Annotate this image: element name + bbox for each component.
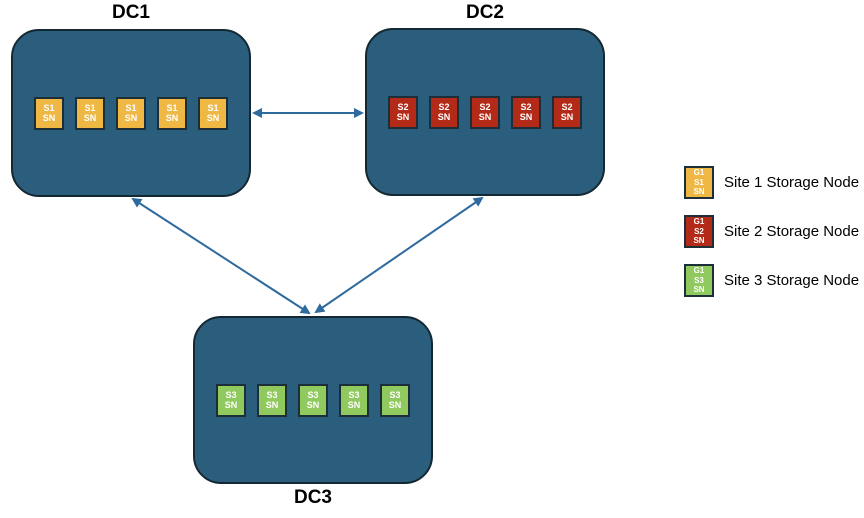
node-label-line: SN <box>347 400 361 410</box>
legend-swatch-site3: G1 S3 SN <box>684 264 714 297</box>
legend-item: G1 S1 SN Site 1 Storage Node <box>684 166 859 199</box>
dc1-box: S1 SN S1 SN S1 SN S1 SN S1 SN <box>11 29 251 197</box>
storage-node: S3 SN <box>216 383 246 417</box>
swatch-label-line: G1 <box>693 168 705 178</box>
node-label-line: SN <box>124 113 138 123</box>
storage-node: S1 SN <box>34 96 64 130</box>
legend-label: Site 1 Storage Node <box>724 174 860 191</box>
dc3-title: DC3 <box>293 487 332 508</box>
storage-node: S2 SN <box>470 95 500 129</box>
legend-item: G1 S2 SN Site 2 Storage Node <box>684 215 859 248</box>
legend-swatch-site1: G1 S1 SN <box>684 166 714 199</box>
node-label-line: S1 <box>43 102 55 113</box>
node-label-line: S3 <box>307 389 319 400</box>
legend-swatch-site2: G1 S2 SN <box>684 215 714 248</box>
legend-label: Site 3 Storage Node <box>724 272 860 289</box>
storage-node: S2 SN <box>388 95 418 129</box>
node-label-line: SN <box>265 400 279 410</box>
dc3-box: S3 SN S3 SN S3 SN S3 SN S3 SN <box>193 316 433 484</box>
node-label-line: S3 <box>348 389 360 400</box>
node-label-line: S2 <box>479 101 491 112</box>
node-label-line: SN <box>42 113 56 123</box>
storage-node: S3 SN <box>339 383 369 417</box>
legend: G1 S1 SN Site 1 Storage Node G1 S2 SN Si… <box>684 166 859 297</box>
node-label-line: S1 <box>84 102 96 113</box>
swatch-label-line: SN <box>693 187 705 197</box>
legend-label: Site 2 Storage Node <box>724 223 860 240</box>
storage-node: S2 SN <box>429 95 459 129</box>
swatch-label-line: S3 <box>694 275 704 285</box>
storage-node: S2 SN <box>511 95 541 129</box>
dc1-title: DC1 <box>111 2 150 23</box>
arrow-dc2-dc3 <box>314 196 484 314</box>
dc1-node-row: S1 SN S1 SN S1 SN S1 SN S1 SN <box>34 96 228 130</box>
arrow-dc1-dc3 <box>131 197 311 315</box>
node-label-line: SN <box>437 112 451 122</box>
node-label-line: S2 <box>438 101 450 112</box>
node-label-line: S1 <box>166 102 178 113</box>
swatch-label-line: G1 <box>693 266 705 276</box>
swatch-label-line: SN <box>693 285 705 295</box>
storage-node: S1 SN <box>116 96 146 130</box>
node-label-line: S2 <box>561 101 573 112</box>
node-label-line: SN <box>388 400 402 410</box>
swatch-label-line: S1 <box>694 177 704 187</box>
legend-item: G1 S3 SN Site 3 Storage Node <box>684 264 859 297</box>
node-label-line: S3 <box>389 389 401 400</box>
node-label-line: S3 <box>225 389 237 400</box>
dc2-box: S2 SN S2 SN S2 SN S2 SN S2 SN <box>365 28 605 196</box>
storage-node: S3 SN <box>257 383 287 417</box>
node-label-line: S1 <box>125 102 137 113</box>
swatch-label-line: G1 <box>693 217 705 227</box>
node-label-line: SN <box>206 113 220 123</box>
storage-node: S3 SN <box>380 383 410 417</box>
node-label-line: SN <box>519 112 533 122</box>
storage-node: S1 SN <box>198 96 228 130</box>
node-label-line: S1 <box>207 102 219 113</box>
node-label-line: SN <box>224 400 238 410</box>
node-label-line: SN <box>560 112 574 122</box>
node-label-line: S3 <box>266 389 278 400</box>
dc2-node-row: S2 SN S2 SN S2 SN S2 SN S2 SN <box>388 95 582 129</box>
node-label-line: SN <box>165 113 179 123</box>
node-label-line: S2 <box>520 101 532 112</box>
storage-node: S3 SN <box>298 383 328 417</box>
storage-node: S2 SN <box>552 95 582 129</box>
node-label-line: S2 <box>397 101 409 112</box>
swatch-label-line: S2 <box>694 226 704 236</box>
dc3-node-row: S3 SN S3 SN S3 SN S3 SN S3 SN <box>216 383 410 417</box>
dc2-title: DC2 <box>465 2 504 23</box>
swatch-label-line: SN <box>693 236 705 246</box>
node-label-line: SN <box>478 112 492 122</box>
node-label-line: SN <box>396 112 410 122</box>
storage-node: S1 SN <box>157 96 187 130</box>
node-label-line: SN <box>83 113 97 123</box>
storage-node: S1 SN <box>75 96 105 130</box>
node-label-line: SN <box>306 400 320 410</box>
